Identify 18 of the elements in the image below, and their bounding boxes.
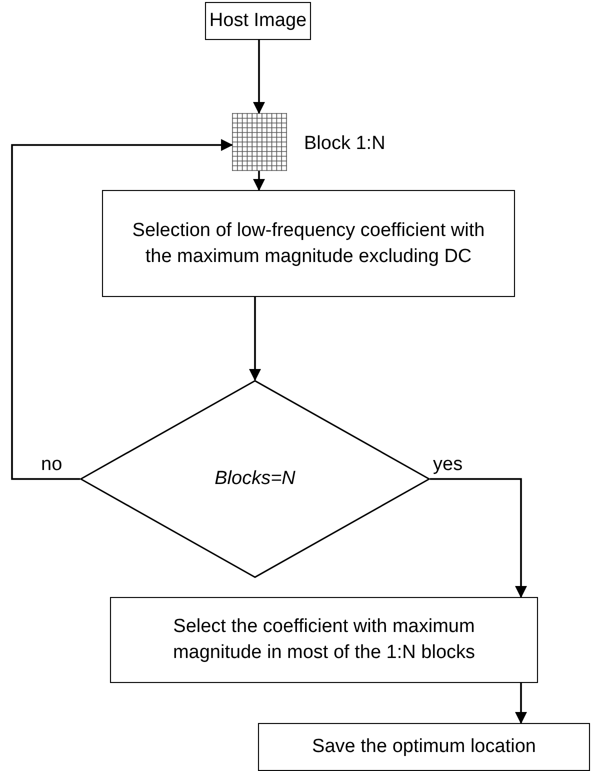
arrow [515, 683, 527, 724]
decision-text: Blocks=N [214, 467, 296, 492]
arrow [253, 40, 265, 114]
box-text: Select the coefficient with maximum magnitude in most of the 1:N blocks [172, 615, 476, 665]
arrow [253, 171, 265, 191]
box-text: Selection of low-frequency coefficient with the maximum magnitude excluding DC [131, 218, 486, 268]
decision-diamond [80, 380, 430, 578]
arrow [11, 139, 233, 480]
process-box [205, 2, 311, 40]
box-text: Save the optimum location [312, 735, 536, 760]
process-box [102, 190, 515, 297]
process-box [110, 597, 538, 683]
arrow [430, 478, 527, 598]
process-box [258, 723, 590, 771]
arrow [249, 297, 261, 381]
block-caption: Block 1:N [304, 133, 386, 155]
box-text: Host Image [209, 9, 307, 34]
image-block-grid-drawing [232, 113, 287, 171]
